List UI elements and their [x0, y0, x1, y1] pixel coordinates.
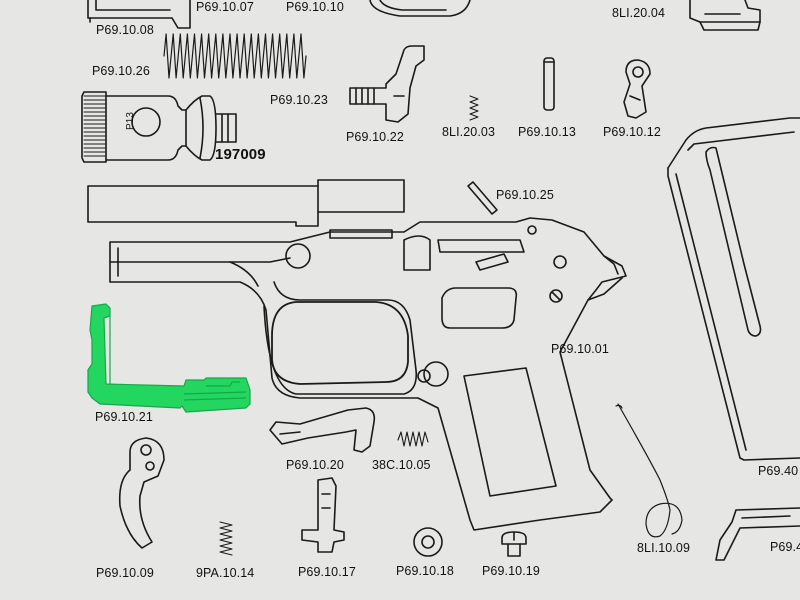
label-p69-10-25: P69.10.25	[496, 188, 554, 202]
part-p69-10-10	[370, 0, 470, 16]
part-p69-10-19-screw	[502, 532, 526, 556]
label-p69-10-23: P69.10.23	[270, 93, 328, 107]
part-p69-10-18-washer	[414, 528, 442, 556]
part-p69-10-26-spring	[164, 34, 306, 78]
label-p69-10-26: P69.10.26	[92, 64, 150, 78]
label-p69-10-22: P69.10.22	[346, 130, 404, 144]
label-p69-10-07: P69.10.07	[196, 0, 254, 14]
part-8li-20-04	[690, 0, 760, 30]
part-197009-bushing	[82, 92, 236, 162]
label-p69-10-01: P69.10.01	[551, 342, 609, 356]
label-p69-10-18: P69.10.18	[396, 564, 454, 578]
label-8li-20-04: 8LI.20.04	[612, 6, 666, 20]
label-p69-10-09: P69.10.09	[96, 566, 154, 580]
label-8li-10-09: 8LI.10.09	[637, 541, 691, 555]
label-8li-20-03: 8LI.20.03	[442, 125, 496, 139]
label-p69-10-10: P69.10.10	[286, 0, 344, 14]
label-p69-10-17: P69.10.17	[298, 565, 356, 579]
part-p69-10-12-lever	[624, 60, 650, 118]
part-p69-10-09-trigger	[120, 438, 164, 548]
label-197009: 197009	[215, 146, 266, 163]
label-p69-10-12: P69.10.12	[603, 125, 661, 139]
label-p69-4: P69.4	[770, 540, 800, 554]
part-p69-10-13-pin	[544, 58, 554, 110]
part-p69-10-25-pin	[468, 182, 497, 214]
label-p69-10-21: P69.10.21	[95, 410, 153, 424]
label-p69-40: P69.40	[758, 464, 799, 478]
label-38c-10-05: 38C.10.05	[372, 458, 431, 472]
part-38c-10-05-spring	[398, 432, 428, 446]
engraving-p13: P13	[125, 111, 137, 131]
label-p69-10-08: P69.10.08	[96, 23, 154, 37]
part-p69-10-17	[302, 478, 344, 552]
label-p69-10-13: P69.10.13	[518, 125, 576, 139]
part-p69-10-01-frame	[88, 180, 626, 530]
part-8li-20-03-spring	[470, 96, 478, 120]
part-8li-10-09-spring	[616, 404, 682, 537]
label-9pa-10-14: 9PA.10.14	[196, 566, 255, 580]
label-p69-10-20: P69.10.20	[286, 458, 344, 472]
part-p69-10-07	[88, 0, 190, 28]
label-p69-10-19: P69.10.19	[482, 564, 540, 578]
part-p69-40-magazine	[668, 118, 800, 460]
part-9pa-10-14-spring	[220, 522, 232, 555]
part-p69-4-partial	[716, 508, 800, 560]
part-p69-10-22	[350, 46, 424, 122]
part-p69-10-20	[270, 408, 374, 452]
part-p69-10-21-highlighted	[88, 304, 250, 412]
